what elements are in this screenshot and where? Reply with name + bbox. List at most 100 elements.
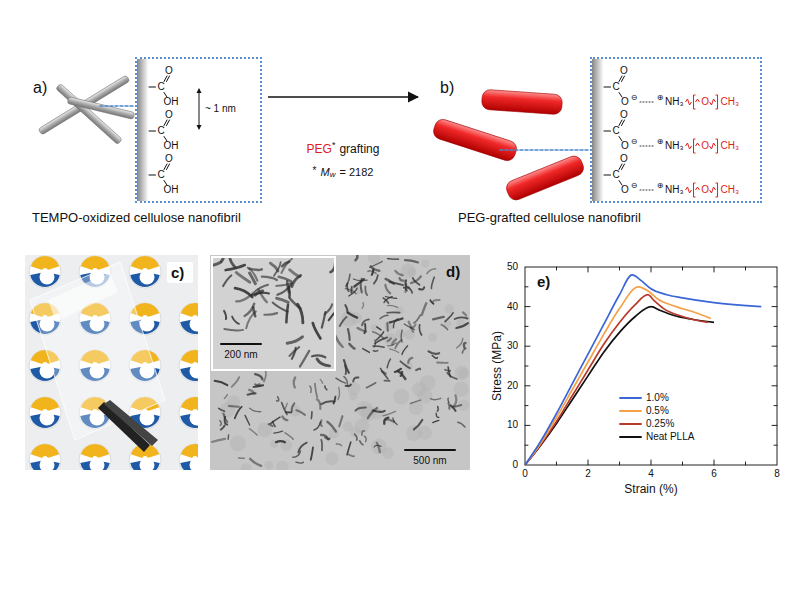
nanofibril-speck [274,431,283,433]
nanofibril-speck [221,425,225,429]
nanofibril-speck [312,355,325,357]
nanofibril-speck [270,417,280,423]
tick-label: 4 [648,469,654,479]
nanofibril-speck [364,324,365,333]
nanofibril-speck [408,287,412,293]
nanofibril-speck [296,461,303,463]
axis-tick [556,267,557,270]
nanofibril-speck [285,433,293,439]
nanofibril-speck [250,273,256,284]
nanofibril-speck [285,403,287,409]
nanofibril-speck [336,378,346,383]
axis-tick [774,445,777,446]
zoom-leader [100,105,133,107]
nanofibril-speck [349,455,354,457]
peg-chain [696,187,700,190]
peg-chain [696,99,700,102]
nanofibril-speck [360,441,363,445]
nanofibril-speck [349,344,354,349]
tem-blotch [458,368,468,378]
nanofibril-speck [457,338,463,348]
axis-tick [651,267,652,272]
fibril-surface [592,59,593,201]
nanofibril-speck [385,285,390,293]
logo-hole [140,270,155,285]
fibril-surface [138,59,139,201]
nanofibril-speck [405,284,408,292]
cellulose-nanofibrils [38,75,135,145]
figure-label: 200 nm [224,350,257,360]
nanofibril-speck [401,372,402,376]
atom-label: C [612,82,619,92]
fibril-surface [596,59,597,201]
nanofibril-speck [419,287,424,289]
fibril-surface [145,59,146,201]
nanofibril-speck [390,349,399,353]
atom-label: ⊕ [657,138,664,146]
logo-fan [181,444,198,458]
nanofibril-speck [213,262,221,265]
nanofibril-speck [463,312,466,315]
nanofibril-speck [249,390,253,393]
nanofibril-speck [345,305,347,312]
figure-label: e) [537,274,550,289]
logo-hole [40,411,55,426]
printed-logo [29,256,61,288]
tick-label: 30 [507,341,518,351]
figure-label: 500 nm [413,456,446,466]
nanofibril-speck [277,397,279,401]
figure-label: a) [33,80,47,96]
logo-hole [140,458,155,471]
bond [167,164,170,170]
atom-label: C [157,82,164,92]
peg-chain [696,143,700,146]
atom-label: C [612,126,619,136]
bond [622,76,625,82]
reaction-label: grafting [339,143,379,155]
reaction-label: w [330,171,336,179]
bond [149,131,156,132]
nanofibril-speck [437,406,439,411]
nanofibril-speck [224,329,243,330]
nanofibril-speck [387,359,390,368]
tick-label: 50 [507,262,518,272]
nanofibril-speck [355,255,357,260]
nanofibril-speck [245,415,250,425]
axis-tick [745,462,746,465]
nanofibril-speck [441,324,447,329]
nanofibril-speck [227,435,229,439]
nanofibril-speck [340,317,347,326]
legend-line [620,397,641,399]
logo-hole [190,317,199,332]
nanofibril-speck [314,422,320,430]
fibril-surface [143,59,144,201]
tick-label: 0 [522,469,528,479]
nanofibril-speck [436,413,439,417]
nanofibril-speck [344,376,348,385]
bond [604,131,611,132]
nanofibril-speck [393,319,397,328]
tick-label: 6 [711,469,717,479]
nanofibril-speck [353,377,358,381]
atom-label: ⊖ [631,182,638,190]
arrow-head [197,125,202,130]
nanofibril-speck [286,411,291,413]
cellulose-rod [67,97,135,120]
scale-bar [405,449,455,451]
atom-label: O [620,110,628,120]
nanofibril-speck [433,420,439,422]
figure-label: Stress (MPa) [491,331,503,401]
fibril-surface [144,59,145,201]
tem-blotch [421,260,429,268]
logo-fan [131,256,159,270]
legend-label: 0.25% [646,419,674,429]
tem-background [210,255,470,470]
nanofibril-speck [370,261,383,267]
nanofibril-speck [422,303,426,315]
tem-blotch [412,382,426,396]
nanofibril-speck [464,343,466,348]
figure-label: Strain (%) [624,483,677,495]
figure-label: TEMPO-oxidized cellulose nanofibril [32,211,241,224]
atom-label: O [701,97,709,107]
nanofibril-speck [437,362,448,364]
